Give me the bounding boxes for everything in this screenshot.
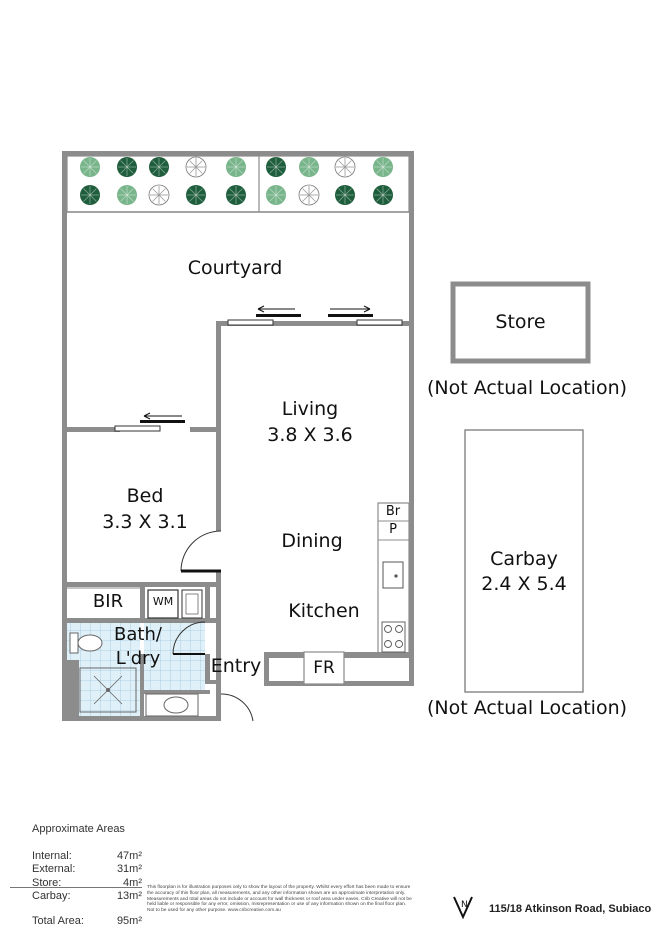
tree-icon [373, 157, 393, 177]
broom-cupboard-label: Br [385, 504, 401, 519]
tree-icon [334, 156, 356, 178]
bed-label: Bed [126, 485, 164, 507]
carbay-location-note: (Not Actual Location) [426, 697, 628, 719]
bath-tiles [67, 623, 140, 716]
store-location-note: (Not Actual Location) [426, 377, 628, 399]
shower-icon [79, 667, 137, 713]
dining-label: Dining [281, 530, 343, 552]
shower-wall [67, 660, 79, 716]
sliding-doors [114, 305, 403, 432]
area-label: Carbay: [32, 890, 71, 902]
area-label: Store: [32, 877, 62, 889]
store-label: Store [495, 311, 546, 333]
carbay-dimensions: 2.4 X 5.4 [481, 573, 567, 595]
store-outline [450, 281, 591, 364]
interior-walls [62, 321, 409, 721]
north-arrow-icon: N [453, 896, 473, 920]
tree-icon [226, 185, 246, 205]
pantry-label: P [389, 522, 397, 537]
area-value: 95m² [116, 915, 142, 927]
bir-label: BIR [92, 591, 124, 612]
areas-divider [10, 887, 142, 888]
tree-icon [80, 157, 100, 177]
planter-box [66, 155, 410, 213]
entry-label: Entry [210, 655, 262, 677]
planter-trees [80, 156, 393, 206]
tree-icon [266, 185, 286, 205]
living-dimensions: 3.8 X 3.6 [267, 424, 353, 446]
wm-label: WM [152, 595, 174, 608]
laundry-trough-icon [181, 589, 203, 619]
tree-icon [148, 184, 170, 206]
living-label: Living [281, 398, 339, 420]
area-value: 47m² [116, 850, 142, 862]
cooktop-icon [381, 621, 406, 653]
sink-icon [382, 561, 404, 589]
property-address: 115/18 Atkinson Road, Subiaco [489, 903, 652, 915]
carbay-outline [464, 429, 584, 693]
tree-icon [299, 157, 319, 177]
washing-machine-icon [147, 589, 179, 619]
area-label: Total Area: [32, 915, 84, 927]
tree-icon [117, 185, 137, 205]
kitchen-label: Kitchen [288, 600, 360, 622]
area-value: 31m² [116, 863, 142, 875]
toilet-icon [69, 632, 103, 654]
bed-dimensions: 3.3 X 3.1 [102, 511, 188, 533]
svg-text:N: N [461, 900, 468, 910]
tree-icon [117, 157, 137, 177]
tree-icon [80, 185, 100, 205]
basin-icon [145, 693, 199, 717]
laundry-tiles [144, 623, 205, 690]
area-label: Internal: [32, 850, 72, 862]
tree-icon [185, 156, 207, 178]
tree-icon [373, 185, 393, 205]
area-value: 4m² [123, 877, 142, 889]
tree-icon [149, 157, 169, 177]
tree-icon [298, 184, 320, 206]
areas-title: Approximate Areas [32, 823, 125, 835]
courtyard-label: Courtyard [187, 257, 283, 279]
tree-icon [226, 157, 246, 177]
tree-icon [335, 185, 355, 205]
disclaimer-text: This floorplan is for illustration purpo… [147, 885, 412, 913]
doors [172, 530, 254, 722]
bath-label: Bath/ [114, 624, 162, 645]
tree-icon [266, 157, 286, 177]
laundry-label: L'dry [115, 648, 161, 669]
area-label: External: [32, 863, 76, 875]
tree-icon [186, 185, 206, 205]
carbay-label: Carbay [490, 548, 558, 570]
area-value: 13m² [116, 890, 142, 902]
fridge-label: FR [313, 658, 335, 678]
